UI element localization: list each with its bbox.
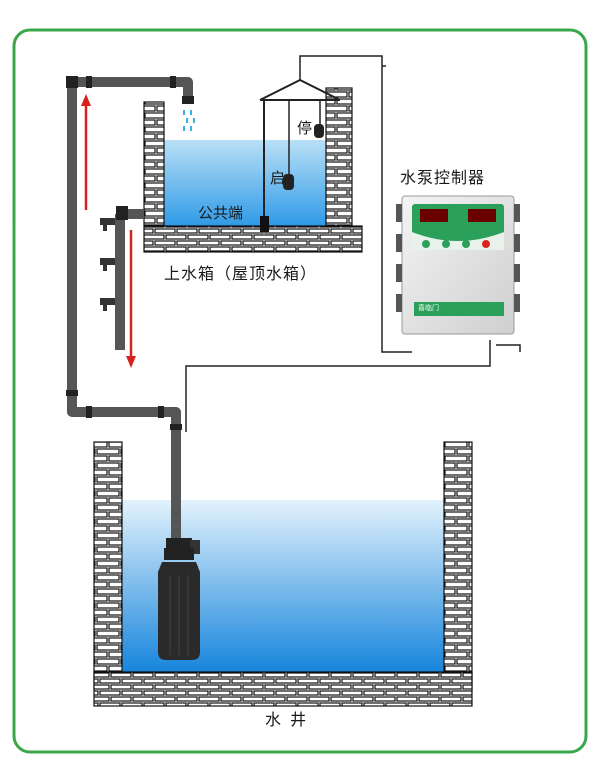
well-right-wall: [443, 441, 473, 691]
faucets: [100, 218, 115, 311]
well-floor: [93, 671, 473, 707]
submersible-pump: [158, 538, 200, 660]
pipe-joints: [66, 76, 194, 430]
well-left-wall: [93, 441, 123, 691]
outer-frame: [12, 28, 588, 754]
pump-controller: [396, 195, 520, 335]
control-wiring: [185, 55, 521, 432]
float-switch: [259, 78, 341, 232]
controller-brand-label: 喜临门: [418, 304, 439, 312]
flow-arrows: [81, 94, 136, 368]
tank-right-wall: [325, 87, 353, 227]
well-label: 水 井: [265, 710, 309, 729]
upper-tank-label: 上水箱（屋顶水箱）: [164, 264, 318, 283]
upper-tank-water: [164, 140, 326, 226]
tank-floor: [143, 225, 363, 253]
stop-label: 停: [297, 119, 313, 137]
start-label: 启: [270, 169, 286, 187]
controller-label: 水泵控制器: [400, 168, 486, 187]
water-drops: [183, 110, 195, 131]
common-end-label: 公共端: [198, 204, 244, 222]
tank-left-wall: [143, 101, 165, 227]
